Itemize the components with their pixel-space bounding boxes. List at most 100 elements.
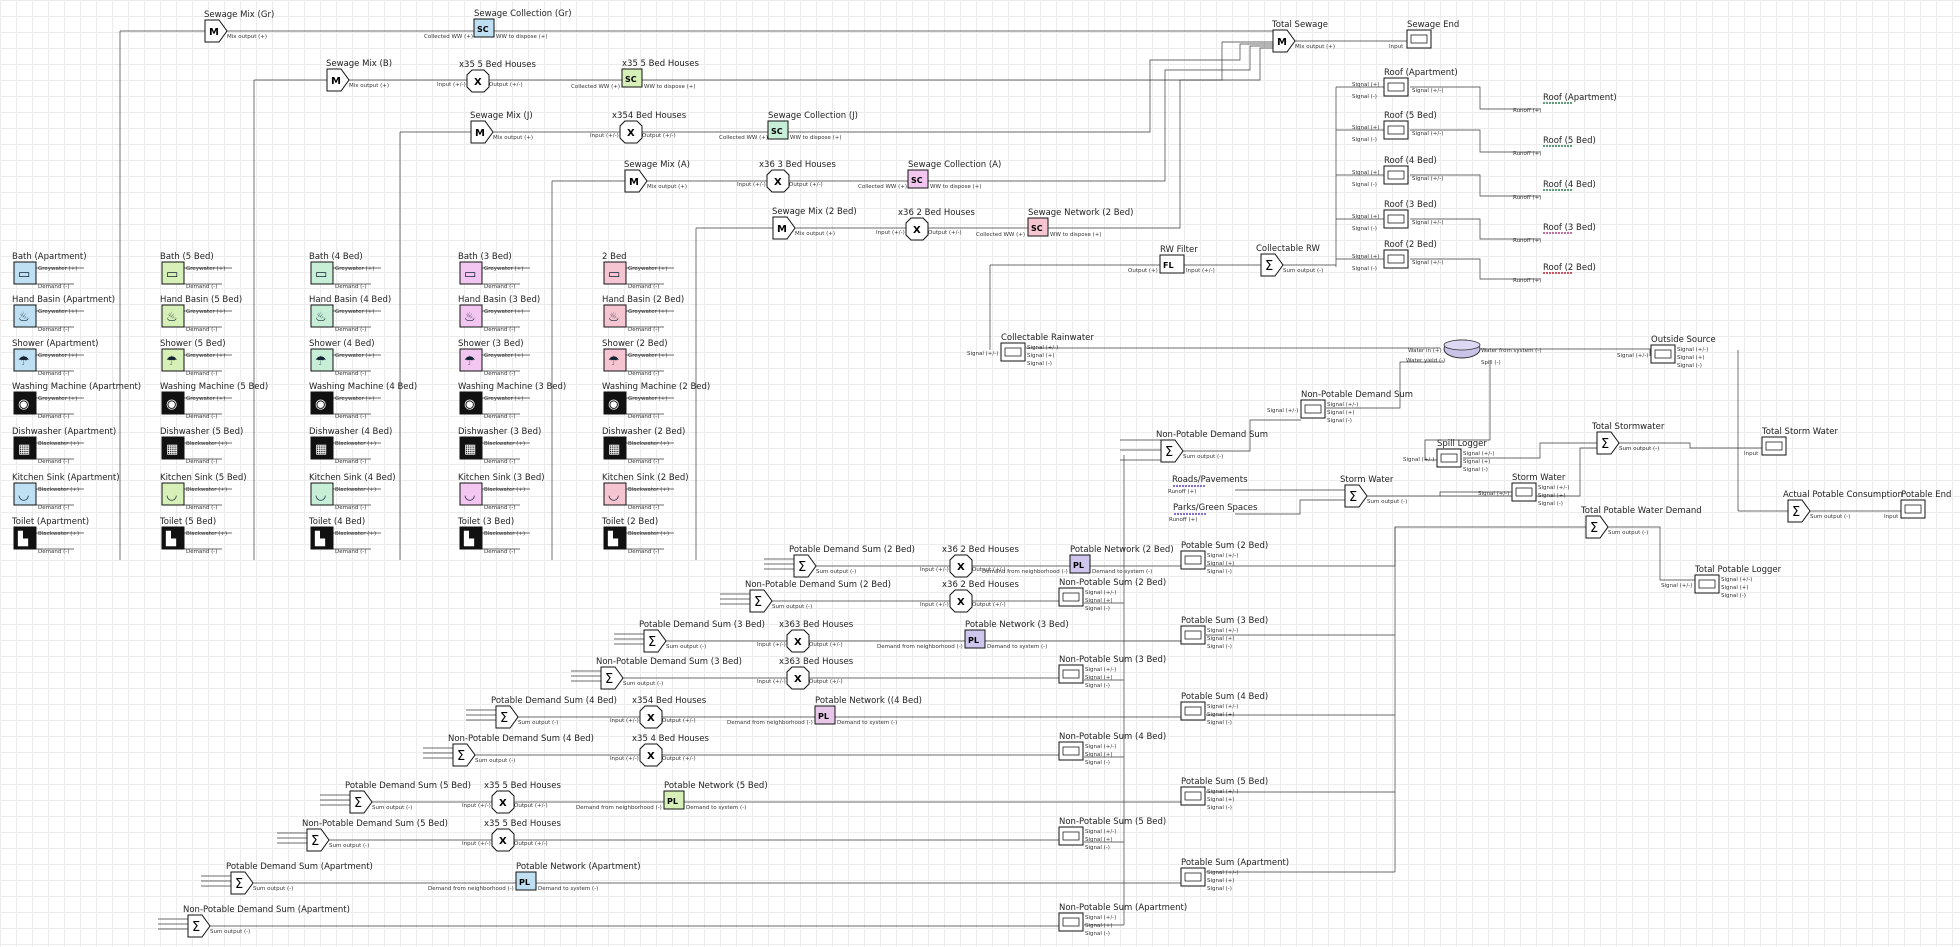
potable-network-pn4[interactable]: PL <box>814 705 836 725</box>
appliance-dish-bed2[interactable]: ▦ <box>603 436 627 460</box>
appliance-kitchen-bed2[interactable]: ◡ <box>603 482 627 506</box>
mult-x35-5bed[interactable]: X <box>466 69 490 93</box>
demand-sum-pa[interactable]: Σ <box>230 871 254 895</box>
storm-water-logger[interactable] <box>1511 482 1537 502</box>
appliance-kitchen-bed4[interactable]: ◡ <box>310 482 334 506</box>
mult-x2a[interactable]: X <box>949 554 973 578</box>
appliance-kitchen-apartment[interactable]: ◡ <box>13 482 37 506</box>
collectable-rainwater[interactable] <box>1000 342 1026 362</box>
appliance-shower-bed3[interactable]: ☂ <box>459 348 483 372</box>
appliance-dish-bed3[interactable]: ▦ <box>459 436 483 460</box>
rainwater-tank[interactable] <box>1443 339 1481 359</box>
appliance-hand-bed2[interactable]: ♨ <box>603 304 627 328</box>
mult-x36-3bed[interactable]: X <box>766 169 790 193</box>
appliance-toilet-bed5[interactable]: ▙ <box>161 526 185 550</box>
appliance-bath-bed4[interactable]: ▭ <box>310 261 334 285</box>
roof-b5-logger[interactable] <box>1383 120 1409 140</box>
non-potable-demand-sum-logger[interactable] <box>1300 399 1326 419</box>
actual-potable-consumption[interactable]: Σ <box>1787 499 1811 523</box>
sewage-collection-gr[interactable]: SC <box>473 18 495 38</box>
sum-logger-ps2[interactable] <box>1180 550 1206 570</box>
sum-logger-ps4[interactable] <box>1180 701 1206 721</box>
demand-sum-np2[interactable]: Σ <box>749 589 773 613</box>
roof-b4-logger[interactable] <box>1383 165 1409 185</box>
appliance-bath-bed2[interactable]: ▭ <box>603 261 627 285</box>
appliance-hand-bed3[interactable]: ♨ <box>459 304 483 328</box>
sum-logger-nps3[interactable] <box>1058 664 1084 684</box>
non-potable-demand-sum[interactable]: Σ <box>1160 439 1184 463</box>
demand-sum-np5[interactable]: Σ <box>306 828 330 852</box>
collectable-rw[interactable]: Σ <box>1260 253 1284 277</box>
mult-x3a[interactable]: X <box>786 629 810 653</box>
demand-sum-p4[interactable]: Σ <box>495 705 519 729</box>
appliance-toilet-bed4[interactable]: ▙ <box>310 526 334 550</box>
rw-filter[interactable]: FL <box>1159 254 1185 274</box>
demand-sum-npa[interactable]: Σ <box>187 914 211 938</box>
spill-logger[interactable] <box>1436 448 1462 468</box>
outside-source[interactable] <box>1650 344 1676 364</box>
potable-network-pna[interactable]: PL <box>515 871 537 891</box>
total-potable-water-demand[interactable]: Σ <box>1585 515 1609 539</box>
roof-b2-logger[interactable] <box>1383 249 1409 269</box>
appliance-hand-bed4[interactable]: ♨ <box>310 304 334 328</box>
appliance-dish-bed5[interactable]: ▦ <box>161 436 185 460</box>
mult-x5a[interactable]: X <box>491 790 515 814</box>
total-stormwater[interactable]: Σ <box>1596 431 1620 455</box>
sum-logger-npsa[interactable] <box>1058 912 1084 932</box>
sewage-mix-b[interactable]: M <box>326 68 350 92</box>
sewage-collection-b[interactable]: SC <box>621 68 643 88</box>
mult-x4b[interactable]: X <box>639 743 663 767</box>
potable-network-pn3[interactable]: PL <box>964 629 986 649</box>
appliance-washing-bed2[interactable]: ◉ <box>603 391 627 415</box>
appliance-shower-apartment[interactable]: ☂ <box>13 348 37 372</box>
sewage-collection-a[interactable]: SC <box>907 169 929 189</box>
appliance-washing-bed5[interactable]: ◉ <box>161 391 185 415</box>
appliance-washing-bed4[interactable]: ◉ <box>310 391 334 415</box>
appliance-kitchen-bed5[interactable]: ◡ <box>161 482 185 506</box>
sewage-mix-2bed[interactable]: M <box>772 216 796 240</box>
appliance-toilet-bed3[interactable]: ▙ <box>459 526 483 550</box>
appliance-shower-bed5[interactable]: ☂ <box>161 348 185 372</box>
appliance-washing-bed3[interactable]: ◉ <box>459 391 483 415</box>
roof-b3-logger[interactable] <box>1383 209 1409 229</box>
appliance-hand-apartment[interactable]: ♨ <box>13 304 37 328</box>
mult-x354-4bed[interactable]: X <box>619 120 643 144</box>
appliance-washing-apartment[interactable]: ◉ <box>13 391 37 415</box>
sum-logger-nps4[interactable] <box>1058 741 1084 761</box>
appliance-hand-bed5[interactable]: ♨ <box>161 304 185 328</box>
sewage-collection-j[interactable]: SC <box>767 120 789 140</box>
potable-network-pn5[interactable]: PL <box>663 790 685 810</box>
total-sewage[interactable]: M <box>1272 29 1296 53</box>
appliance-toilet-bed2[interactable]: ▙ <box>603 526 627 550</box>
demand-sum-p2[interactable]: Σ <box>793 554 817 578</box>
sum-logger-ps3[interactable] <box>1180 625 1206 645</box>
demand-sum-np4[interactable]: Σ <box>452 743 476 767</box>
roof-apt-logger[interactable] <box>1383 77 1409 97</box>
appliance-bath-bed3[interactable]: ▭ <box>459 261 483 285</box>
sewage-mix-j[interactable]: M <box>470 120 494 144</box>
total-potable-logger[interactable] <box>1694 574 1720 594</box>
total-storm-water[interactable] <box>1761 436 1787 456</box>
demand-sum-p5[interactable]: Σ <box>349 790 373 814</box>
mult-x2b[interactable]: X <box>949 589 973 613</box>
mult-x4a[interactable]: X <box>639 705 663 729</box>
demand-sum-np3[interactable]: Σ <box>600 666 624 690</box>
appliance-shower-bed4[interactable]: ☂ <box>310 348 334 372</box>
sewage-network-2bed[interactable]: SC <box>1027 217 1049 237</box>
appliance-bath-bed5[interactable]: ▭ <box>161 261 185 285</box>
appliance-toilet-apartment[interactable]: ▙ <box>13 526 37 550</box>
potable-network-pn2[interactable]: PL <box>1069 554 1091 574</box>
mult-x36-2bed[interactable]: X <box>905 217 929 241</box>
storm-water-sum[interactable]: Σ <box>1344 484 1368 508</box>
mult-x5b[interactable]: X <box>491 828 515 852</box>
sum-logger-nps2[interactable] <box>1058 587 1084 607</box>
sum-logger-ps5[interactable] <box>1180 786 1206 806</box>
appliance-kitchen-bed3[interactable]: ◡ <box>459 482 483 506</box>
demand-sum-p3[interactable]: Σ <box>643 629 667 653</box>
sum-logger-nps5[interactable] <box>1058 826 1084 846</box>
potable-end[interactable] <box>1900 499 1926 519</box>
appliance-dish-bed4[interactable]: ▦ <box>310 436 334 460</box>
sum-logger-psa[interactable] <box>1180 867 1206 887</box>
sewage-end[interactable] <box>1406 29 1432 49</box>
appliance-shower-bed2[interactable]: ☂ <box>603 348 627 372</box>
